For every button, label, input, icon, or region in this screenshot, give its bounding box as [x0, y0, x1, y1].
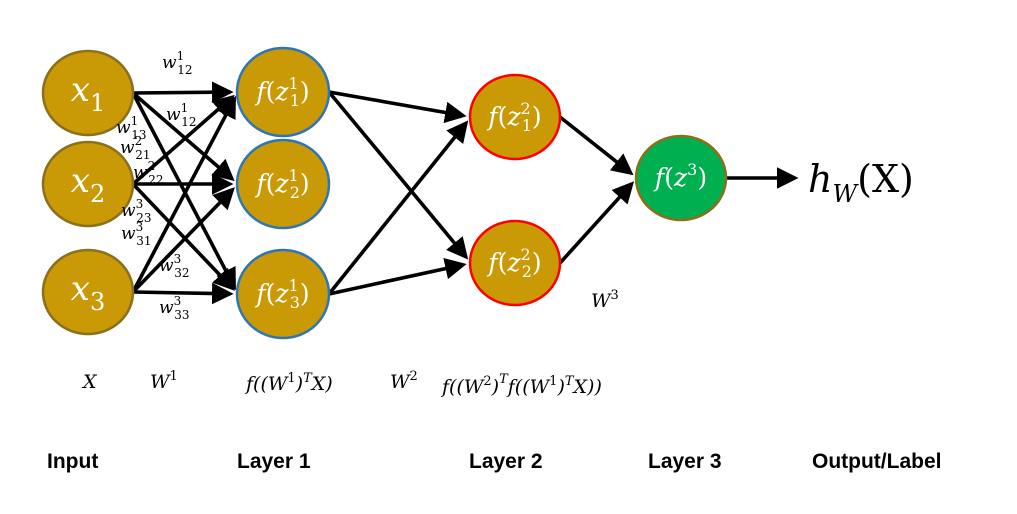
edge-x1-to-l1n3	[131, 92, 236, 291]
edge-x2-to-l1n3	[131, 182, 235, 291]
node-label: x1	[71, 70, 105, 117]
node-label: f(z3)	[653, 160, 707, 192]
w3-label: W3	[591, 288, 619, 312]
caption-layer3: Layer 3	[648, 450, 722, 473]
formula-w2: W2	[390, 369, 418, 393]
edge-x3-to-l1n1	[131, 95, 236, 293]
edge-l1n1-to-l2n2	[327, 90, 469, 260]
caption-layer1: Layer 1	[237, 450, 311, 473]
node-circle	[235, 46, 331, 138]
formula-x: X	[81, 371, 98, 393]
node-circle	[235, 138, 331, 230]
caption-layer2: Layer 2	[469, 450, 543, 473]
edge-x3-to-l1n2	[131, 187, 235, 294]
node-circle	[41, 49, 135, 137]
node-x2: x2	[41, 140, 135, 228]
node-circle	[41, 248, 135, 336]
caption-input: Input	[47, 450, 98, 473]
formula-w1: W1	[150, 369, 178, 393]
edge-l2n2-to-l3n1	[558, 181, 635, 265]
edge-x1-to-l1n1	[132, 81, 234, 104]
edge-x2-to-l1n1	[131, 94, 235, 186]
caption-output: Output/Label	[812, 450, 942, 473]
node-circle	[41, 140, 135, 228]
output-label: hW(X)	[808, 157, 914, 208]
node-label: x3	[71, 269, 105, 316]
formula-layer2-output: f((W2)Tf((W1)TX))	[440, 372, 602, 398]
edge-x1-to-l1n2	[131, 91, 235, 182]
edges	[131, 81, 799, 305]
edge-x3-to-l1n3	[132, 282, 234, 305]
edge-l1n1-to-l2n1	[328, 90, 467, 124]
node-l3n1: f(z3)	[634, 134, 728, 222]
edge-l1n3-to-l2n2	[328, 257, 467, 296]
formula-layer1-output: f((W1)TX)	[244, 371, 333, 395]
formula-row: X W1 f((W1)TX) W2 f((W2)Tf((W1)TX))	[81, 369, 602, 398]
edge-l2n1-to-l3n1	[558, 115, 634, 176]
node-label: x2	[71, 161, 105, 208]
node-circle	[468, 73, 562, 161]
node-circle	[235, 248, 331, 340]
node-circle	[468, 219, 562, 307]
node-x3: x3	[41, 248, 135, 336]
node-x1: x1	[41, 49, 135, 137]
edge-l1n3-to-l2n1	[327, 120, 469, 296]
layer-captions: Input Layer 1 Layer 2 Layer 3 Output/Lab…	[47, 450, 942, 473]
node-circle	[634, 134, 728, 222]
